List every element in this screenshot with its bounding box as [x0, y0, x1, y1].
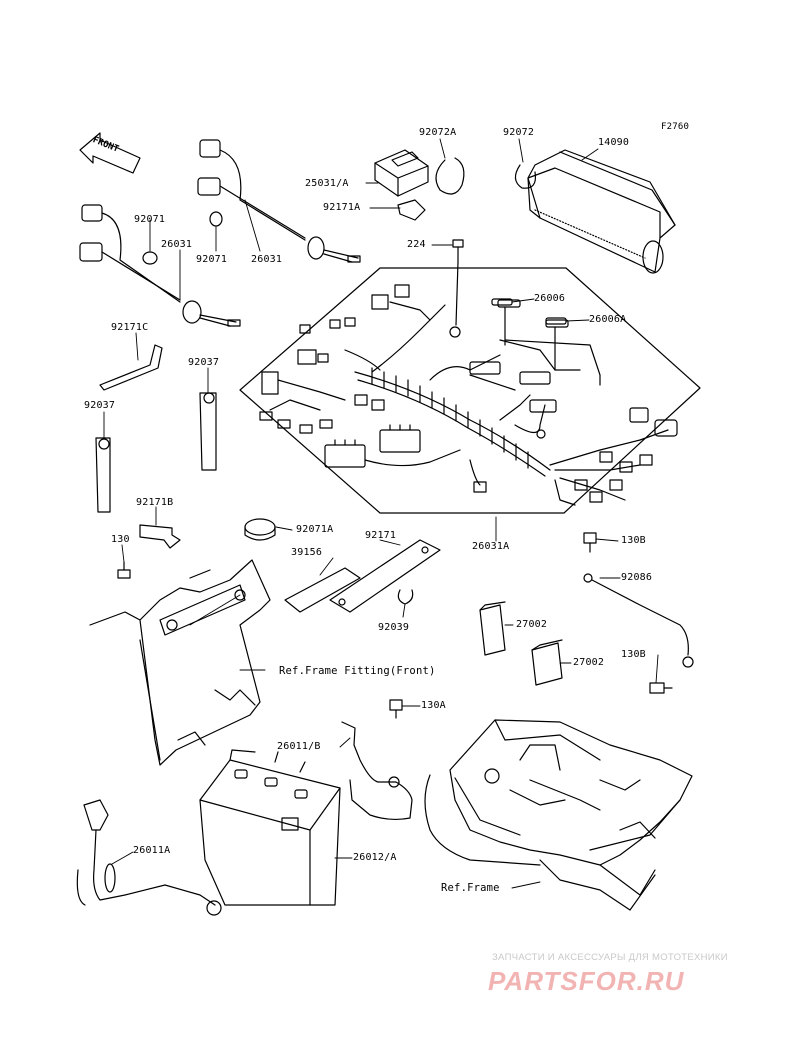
bolt-130b-top — [583, 532, 597, 553]
part-label-26006[interactable]: 26006 — [534, 293, 566, 304]
part-label-92037-left[interactable]: 92037 — [84, 400, 116, 411]
bracket-92171b — [139, 524, 181, 549]
part-label-92037-right[interactable]: 92037 — [188, 357, 220, 368]
bracket-92171a — [397, 199, 426, 221]
part-label-26006a[interactable]: 26006A — [589, 314, 627, 325]
grommet-92071-left — [142, 251, 158, 265]
part-label-39156[interactable]: 39156 — [291, 547, 323, 558]
part-label-92171b[interactable]: 92171B — [136, 497, 174, 508]
main-harness-26031a — [259, 261, 678, 506]
ground-lead-92086 — [583, 573, 694, 668]
bolt-130 — [117, 561, 131, 579]
watermark-tagline: ЗАПЧАСТИ И АКСЕССУАРЫ ДЛЯ МОТОТЕХНИКИ — [492, 952, 728, 963]
damper-92071a — [244, 518, 276, 541]
part-label-130b-bottom[interactable]: 130B — [621, 649, 646, 660]
ref-frame-fitting-front: Ref.Frame Fitting(Front) — [279, 665, 436, 677]
part-label-92171c[interactable]: 92171C — [111, 322, 149, 333]
part-label-92071-left[interactable]: 92071 — [134, 214, 166, 225]
part-label-130[interactable]: 130 — [111, 534, 130, 545]
frame-fitting-front — [89, 559, 271, 766]
battery-lead-26011a — [76, 799, 222, 916]
band-92072 — [514, 164, 537, 189]
bolt-130a — [389, 699, 403, 719]
cover-14090 — [527, 149, 676, 274]
part-label-26011a[interactable]: 26011A — [133, 845, 171, 856]
clip-92039 — [397, 589, 414, 605]
battery-cable-26011b — [341, 721, 413, 821]
figure-code: F2760 — [661, 122, 690, 132]
strap-92037-right — [199, 392, 217, 471]
part-label-26011b[interactable]: 26011/B — [277, 741, 321, 752]
bracket-92171 — [329, 539, 441, 613]
band-92072a — [435, 157, 465, 195]
part-label-92072[interactable]: 92072 — [503, 127, 535, 138]
front-arrow-icon — [79, 132, 141, 174]
rear-frame — [424, 719, 693, 911]
ref-frame: Ref.Frame — [441, 882, 500, 894]
leader-lines — [103, 138, 659, 889]
part-label-26031a[interactable]: 26031A — [472, 541, 510, 552]
watermark-logo: PARTSFOR.RU — [488, 966, 685, 996]
part-label-92086[interactable]: 92086 — [621, 572, 653, 583]
relay-27002-upper — [479, 601, 506, 656]
grommet-92071-center — [209, 211, 223, 227]
part-label-26012a[interactable]: 26012/A — [353, 852, 397, 863]
part-label-92039[interactable]: 92039 — [378, 622, 410, 633]
part-label-25031a[interactable]: 25031/A — [305, 178, 349, 189]
bolt-224 — [452, 239, 464, 263]
pad-39156 — [284, 567, 361, 613]
part-label-92071a[interactable]: 92071A — [296, 524, 334, 535]
part-label-130b-top[interactable]: 130B — [621, 535, 646, 546]
part-label-26031-left[interactable]: 26031 — [161, 239, 193, 250]
part-label-92171[interactable]: 92171 — [365, 530, 397, 541]
part-label-130a[interactable]: 130A — [421, 700, 446, 711]
strap-92037-left — [95, 437, 111, 513]
part-label-92171a[interactable]: 92171A — [323, 202, 361, 213]
relay-25031 — [374, 149, 429, 197]
relay-27002-lower — [531, 639, 563, 686]
sub-harness-26031-left — [79, 204, 241, 327]
part-label-92072a[interactable]: 92072A — [419, 127, 457, 138]
part-label-26031-center[interactable]: 26031 — [251, 254, 283, 265]
part-label-27002-upper[interactable]: 27002 — [516, 619, 548, 630]
part-label-92071-center[interactable]: 92071 — [196, 254, 228, 265]
part-label-14090[interactable]: 14090 — [598, 137, 630, 148]
battery-26012a — [199, 749, 341, 906]
part-label-27002-lower[interactable]: 27002 — [573, 657, 605, 668]
part-label-224[interactable]: 224 — [407, 239, 426, 250]
main-harness-outline — [239, 267, 701, 514]
pin-26006a — [545, 317, 567, 325]
bolt-130b-bottom — [649, 682, 673, 694]
bracket-92171c — [99, 344, 163, 391]
sub-harness-26031-center — [197, 139, 361, 263]
